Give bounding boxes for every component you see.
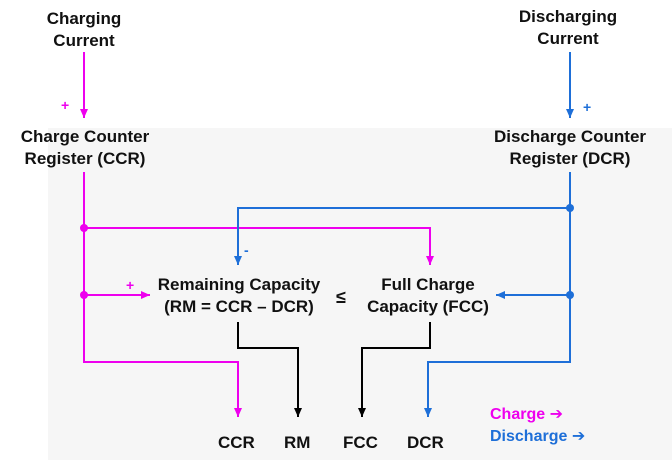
discharge-lines [234,52,574,417]
output-lines [237,322,431,417]
dcr-trunk [424,172,571,417]
output-fcc: FCC [343,433,378,452]
charge-junctions [80,224,88,299]
legend-charge: Charge ➔ [490,406,563,423]
discharging-plus-sign: + [583,99,592,115]
discharge-counter-register: Discharge Counter Register (DCR) [493,127,647,168]
discharging-current-label: Discharging Current [518,7,618,48]
ccr-to-fcc [84,227,434,265]
discharge-junctions [566,204,574,299]
full-charge-capacity-box: Full Charge Capacity (FCC) [367,275,489,316]
ccr-trunk [83,172,242,417]
charge-counter-register: Charge Counter Register (CCR) [20,127,150,168]
legend-discharge: Discharge ➔ [490,428,586,445]
output-rm: RM [284,433,311,452]
comparison-symbol: ≤ [336,287,346,307]
fcc-output-arrow [358,322,431,417]
rm-plus-sign: + [126,277,135,293]
charging-plus-sign: + [61,97,70,113]
output-dcr: DCR [407,433,444,452]
rm-minus-sign: - [244,242,249,258]
charge-lines [80,52,434,417]
dcr-to-rm [234,207,570,265]
output-ccr: CCR [218,433,255,452]
remaining-capacity-box: Remaining Capacity (RM = CCR – DCR) [157,275,321,316]
charging-current-label: Charging Current [46,9,122,50]
rm-output-arrow [237,322,302,417]
